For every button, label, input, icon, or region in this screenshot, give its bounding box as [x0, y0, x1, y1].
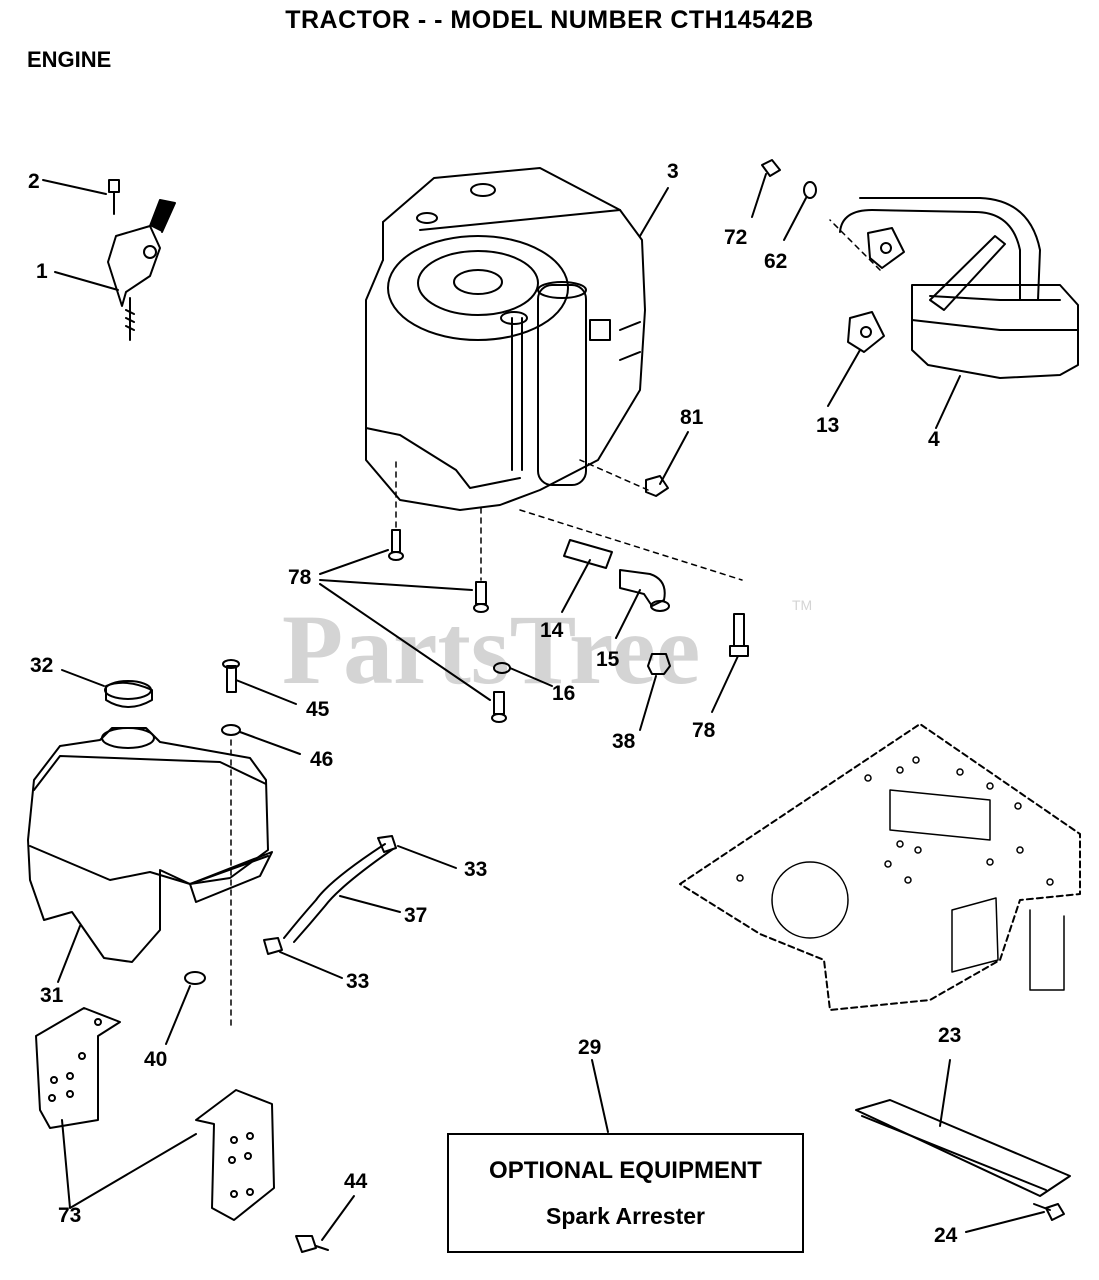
callout-15: 15 — [596, 648, 620, 671]
callout-32: 32 — [30, 654, 53, 677]
callout-31: 31 — [40, 984, 64, 1007]
callout-40: 40 — [144, 1048, 167, 1071]
callout-33-lower: 33 — [346, 970, 369, 993]
callout-1: 1 — [36, 260, 48, 283]
mounting-plate-holes — [736, 756, 1065, 991]
callout-14: 14 — [540, 619, 564, 642]
fuel-line-part — [184, 835, 397, 985]
callout-81: 81 — [680, 406, 704, 429]
callout-46: 46 — [310, 748, 333, 771]
callout-44: 44 — [344, 1170, 368, 1193]
callout-4: 4 — [928, 428, 940, 451]
callout-73: 73 — [58, 1204, 81, 1227]
optional-equipment-heading: OPTIONAL EQUIPMENT — [489, 1157, 762, 1184]
watermark-trademark: TM — [792, 597, 812, 613]
callout-45: 45 — [306, 698, 330, 721]
watermark: PartsTree — [282, 594, 700, 705]
mounting-plate-part — [679, 723, 1081, 1011]
heat-shield-part — [295, 1099, 1071, 1253]
engine-part — [365, 167, 646, 511]
engine-hardware-parts — [388, 475, 749, 723]
callout-3: 3 — [667, 160, 679, 183]
callout-78-bolt: 78 — [692, 719, 716, 742]
callout-62: 62 — [764, 250, 787, 273]
optional-equipment-item: Spark Arrester — [546, 1203, 705, 1229]
muffler-part — [761, 159, 1079, 379]
fuel-tank-part — [27, 659, 273, 963]
assembly-dashed-lines — [230, 219, 881, 1031]
callout-78: 78 — [288, 566, 312, 589]
diagram-title: TRACTOR - - MODEL NUMBER CTH14542B — [285, 6, 814, 34]
callout-2: 2 — [28, 170, 40, 193]
callout-23: 23 — [938, 1024, 961, 1047]
callout-24: 24 — [934, 1224, 958, 1247]
section-label: ENGINE — [27, 47, 112, 72]
callout-leader-lines — [42, 173, 1045, 1241]
callout-37: 37 — [404, 904, 427, 927]
optional-equipment-box: OPTIONAL EQUIPMENT Spark Arrester — [447, 1133, 804, 1253]
bracket-part — [35, 1007, 275, 1221]
callout-33-upper: 33 — [464, 858, 487, 881]
callout-16: 16 — [552, 682, 575, 705]
callout-72: 72 — [724, 226, 747, 249]
throttle-control-part — [107, 179, 176, 341]
callout-13: 13 — [816, 414, 839, 437]
callout-29: 29 — [578, 1036, 601, 1059]
callout-38: 38 — [612, 730, 636, 753]
